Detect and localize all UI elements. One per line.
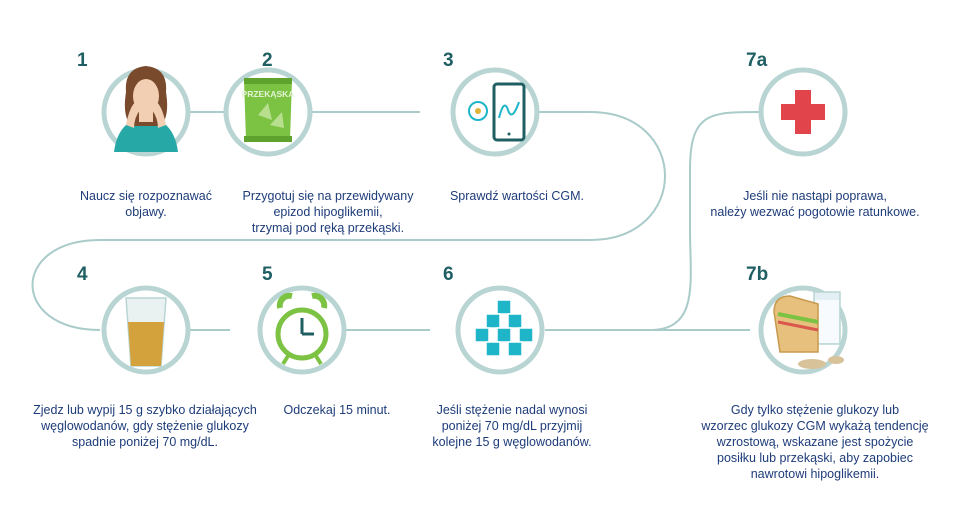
snack-bag-icon (244, 78, 292, 142)
step-4-caption: Zjedz lub wypij 15 g szybko działających… (33, 403, 257, 449)
step-2-caption: Przygotuj się na przewidywany epizod hip… (242, 189, 414, 235)
alarm-clock-icon (275, 292, 329, 366)
step-7b-number: 7b (746, 264, 769, 285)
step-1-number: 1 (77, 50, 88, 71)
step-6-caption: Jeśli stężenie nadal wynosi poniżej 70 m… (432, 403, 592, 449)
step-7a-number: 7a (746, 50, 768, 71)
step-1-icon-circle (101, 66, 191, 157)
sugar-cubes-icon (474, 299, 534, 357)
step-5-number: 5 (262, 264, 273, 285)
step-1-caption: Naucz się rozpoznawać objawy. (79, 189, 212, 219)
step-2-number: 2 (262, 50, 273, 71)
step-3-icon-circle (450, 67, 540, 157)
step-3-caption: Sprawdź wartości CGM. (449, 189, 585, 203)
sandwich-milk-icon (773, 291, 844, 369)
step-4-number: 4 (77, 264, 88, 285)
step-5-icon-circle (257, 285, 347, 375)
worried-person-icon (114, 66, 178, 152)
cgm-device-icon (468, 82, 526, 142)
step-7b-icon-circle (758, 285, 848, 375)
connector-line (31, 111, 761, 331)
step-4-icon-circle (101, 285, 191, 375)
step-3-number: 3 (443, 50, 454, 71)
juice-glass-icon (125, 297, 167, 367)
step-6-number: 6 (443, 264, 454, 285)
snack-bag-label: PRZEKĄSKA (242, 89, 295, 99)
step-2-icon-circle: PRZEKĄSKA (223, 67, 313, 157)
medical-cross-icon (781, 90, 825, 134)
step-6-icon-circle (455, 285, 545, 375)
step-7b-caption: Gdy tylko stężenie glukozy lub wzorzec g… (701, 403, 929, 481)
step-5-caption: Odczekaj 15 minut. (283, 403, 391, 417)
step-7a-icon-circle (758, 67, 848, 157)
step-7a-caption: Jeśli nie nastąpi poprawa, należy wezwać… (710, 189, 920, 219)
